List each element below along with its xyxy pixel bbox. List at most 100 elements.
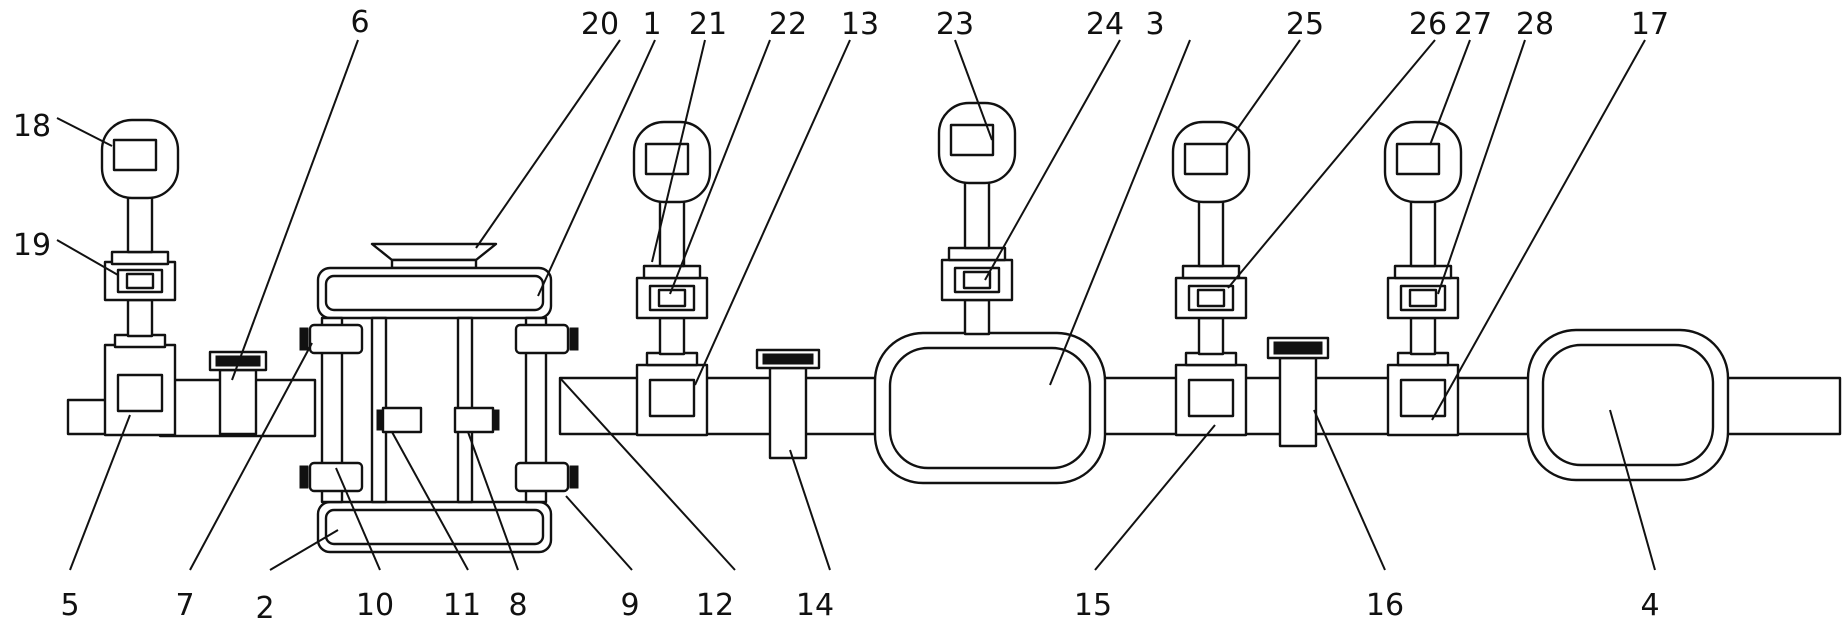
column-lower-27 bbox=[1409, 316, 1437, 356]
fitting-cap-slot-14 bbox=[762, 353, 814, 365]
leader-2 bbox=[269, 529, 339, 571]
junction-block-15 bbox=[1174, 363, 1248, 437]
label-5: 5 bbox=[60, 588, 79, 623]
label-21: 21 bbox=[689, 7, 727, 42]
valve-cap-28 bbox=[1393, 264, 1453, 280]
leader-24 bbox=[984, 39, 1121, 281]
leader-8 bbox=[467, 431, 519, 571]
label-6: 6 bbox=[350, 5, 369, 40]
label-3: 3 bbox=[1145, 7, 1164, 42]
tank-inner-3 bbox=[888, 346, 1092, 470]
label-22: 22 bbox=[769, 7, 807, 42]
leader-9 bbox=[565, 495, 633, 571]
leader-20 bbox=[475, 39, 621, 249]
label-4: 4 bbox=[1640, 588, 1659, 623]
column-upper-25 bbox=[1197, 198, 1225, 268]
valve-cap-22 bbox=[642, 264, 702, 280]
left-sensor-assembly bbox=[100, 118, 180, 437]
leader-23 bbox=[954, 39, 993, 141]
leader-19 bbox=[56, 239, 119, 276]
sensor-unit-13 bbox=[632, 120, 712, 437]
mixing-frame bbox=[299, 242, 579, 554]
valve-core-24 bbox=[962, 270, 992, 290]
leader-1 bbox=[537, 39, 656, 297]
clamp-upper-right bbox=[514, 323, 570, 355]
leader-25 bbox=[1225, 39, 1301, 146]
valve-cap-26 bbox=[1181, 264, 1241, 280]
leader-5 bbox=[69, 414, 131, 571]
label-14: 14 bbox=[796, 588, 834, 623]
fitting-cap-slot-16 bbox=[1273, 341, 1323, 355]
bottom-plate-inner-2 bbox=[324, 508, 545, 546]
fitting-body-6 bbox=[218, 368, 258, 436]
gauge-window-25 bbox=[1183, 142, 1229, 176]
leader-21 bbox=[651, 39, 706, 263]
leader-lines bbox=[56, 39, 1656, 571]
label-20: 20 bbox=[581, 7, 619, 42]
part-labels: 18 19 5 6 7 20 1 2 10 11 8 9 12 21 22 13… bbox=[13, 5, 1669, 626]
label-18: 18 bbox=[13, 109, 51, 144]
gauge-window-18 bbox=[112, 138, 158, 172]
slider-clip-8 bbox=[492, 409, 500, 431]
column-lower-18 bbox=[126, 298, 154, 338]
junction-window-15 bbox=[1187, 378, 1235, 418]
sensor-unit-17 bbox=[1383, 120, 1463, 437]
slider-clip-11 bbox=[376, 409, 384, 431]
slider-8 bbox=[453, 406, 495, 434]
label-7: 7 bbox=[175, 588, 194, 623]
top-plate-inner-1 bbox=[324, 274, 545, 312]
label-2: 2 bbox=[255, 591, 274, 626]
sensor-unit-15 bbox=[1171, 120, 1251, 437]
leader-26 bbox=[1227, 39, 1436, 289]
column-lower-23 bbox=[963, 298, 991, 336]
leader-13 bbox=[694, 39, 851, 386]
valve-core-19 bbox=[125, 272, 155, 290]
label-12: 12 bbox=[696, 588, 734, 623]
right-column-12 bbox=[524, 316, 548, 504]
valve-core-22 bbox=[657, 288, 687, 308]
gauge-window-21 bbox=[644, 142, 690, 176]
leader-10 bbox=[335, 467, 381, 571]
valve-core-26 bbox=[1196, 288, 1226, 308]
label-11: 11 bbox=[443, 588, 481, 623]
clamp-bolt-ll bbox=[299, 465, 309, 489]
junction-window-13 bbox=[648, 378, 696, 418]
label-13: 13 bbox=[841, 7, 879, 42]
slider-11 bbox=[381, 406, 423, 434]
label-1: 1 bbox=[642, 7, 661, 42]
valve-core-28 bbox=[1408, 288, 1438, 308]
gauge-window-27 bbox=[1395, 142, 1441, 176]
inline-fitting-14 bbox=[755, 348, 821, 460]
clamp-upper-left bbox=[308, 323, 364, 355]
leader-15 bbox=[1094, 424, 1216, 571]
leader-16 bbox=[1313, 409, 1386, 571]
fitting-body-16 bbox=[1278, 356, 1318, 448]
label-10: 10 bbox=[356, 588, 394, 623]
gauge-window-23 bbox=[949, 123, 995, 157]
label-16: 16 bbox=[1366, 588, 1404, 623]
leader-3 bbox=[1049, 39, 1191, 386]
leader-27 bbox=[1429, 39, 1471, 146]
clamp-bolt-ur bbox=[569, 327, 579, 351]
column-upper-18 bbox=[126, 194, 154, 254]
label-23: 23 bbox=[936, 7, 974, 42]
label-28: 28 bbox=[1516, 7, 1554, 42]
leader-18 bbox=[56, 117, 113, 147]
leader-28 bbox=[1437, 39, 1526, 295]
label-25: 25 bbox=[1286, 7, 1324, 42]
leader-6 bbox=[231, 39, 359, 381]
fitting-body-14 bbox=[768, 366, 808, 460]
column-lower-25 bbox=[1197, 316, 1225, 356]
label-9: 9 bbox=[620, 588, 639, 623]
label-27: 27 bbox=[1454, 7, 1492, 42]
inline-fitting-16 bbox=[1266, 336, 1330, 448]
tank-3-assembly bbox=[873, 101, 1107, 485]
leader-11 bbox=[391, 431, 469, 571]
junction-window-5 bbox=[116, 373, 164, 413]
label-8: 8 bbox=[508, 588, 527, 623]
clamp-bolt-lr bbox=[569, 465, 579, 489]
clamp-lower-left-10 bbox=[308, 461, 364, 493]
label-15: 15 bbox=[1074, 588, 1112, 623]
pipe-inlet-stub bbox=[66, 398, 110, 436]
label-19: 19 bbox=[13, 228, 51, 263]
